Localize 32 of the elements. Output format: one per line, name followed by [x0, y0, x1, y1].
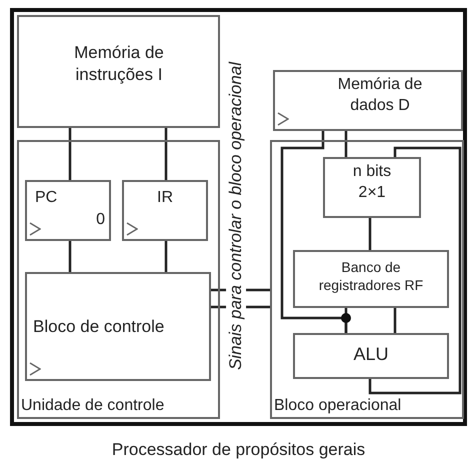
block-label: Unidade de controle: [21, 396, 166, 416]
block-label: Memória de dados D: [336, 75, 424, 116]
wire: [344, 131, 348, 157]
control-unit-panel: [17, 140, 220, 419]
memory-block: [273, 70, 463, 131]
wire: [68, 128, 72, 180]
register-box: [25, 180, 111, 241]
block-label: ALU: [352, 343, 390, 366]
reset-value: 0: [95, 210, 105, 230]
wire: [344, 308, 348, 333]
block-label: n bits 2×1: [352, 162, 392, 203]
datapath-panel: [270, 140, 464, 419]
multiplexer-box: [323, 157, 421, 218]
wire: [368, 146, 462, 394]
alu-box: [293, 333, 449, 379]
register-box: [122, 180, 208, 241]
register-file-box: [293, 250, 449, 308]
memory-block: [17, 15, 220, 128]
wire: [68, 241, 72, 272]
block-label: PC: [35, 188, 58, 208]
wire: [164, 241, 168, 272]
block-label: IR: [156, 188, 174, 208]
wire: [394, 308, 396, 333]
rotated-annotation: Sinais para controlar o bloco operacional: [226, 62, 246, 370]
block-label: Banco de registradores RF: [318, 258, 424, 294]
wire: [164, 128, 168, 180]
block-label: Bloco operacional: [274, 396, 402, 416]
control-block: [25, 272, 211, 381]
wire: [368, 218, 372, 250]
diagram-caption: Processador de propósitos gerais: [110, 439, 366, 461]
block-label: Bloco de controle: [33, 316, 166, 338]
block-label: Memória de instruções I: [73, 42, 165, 86]
